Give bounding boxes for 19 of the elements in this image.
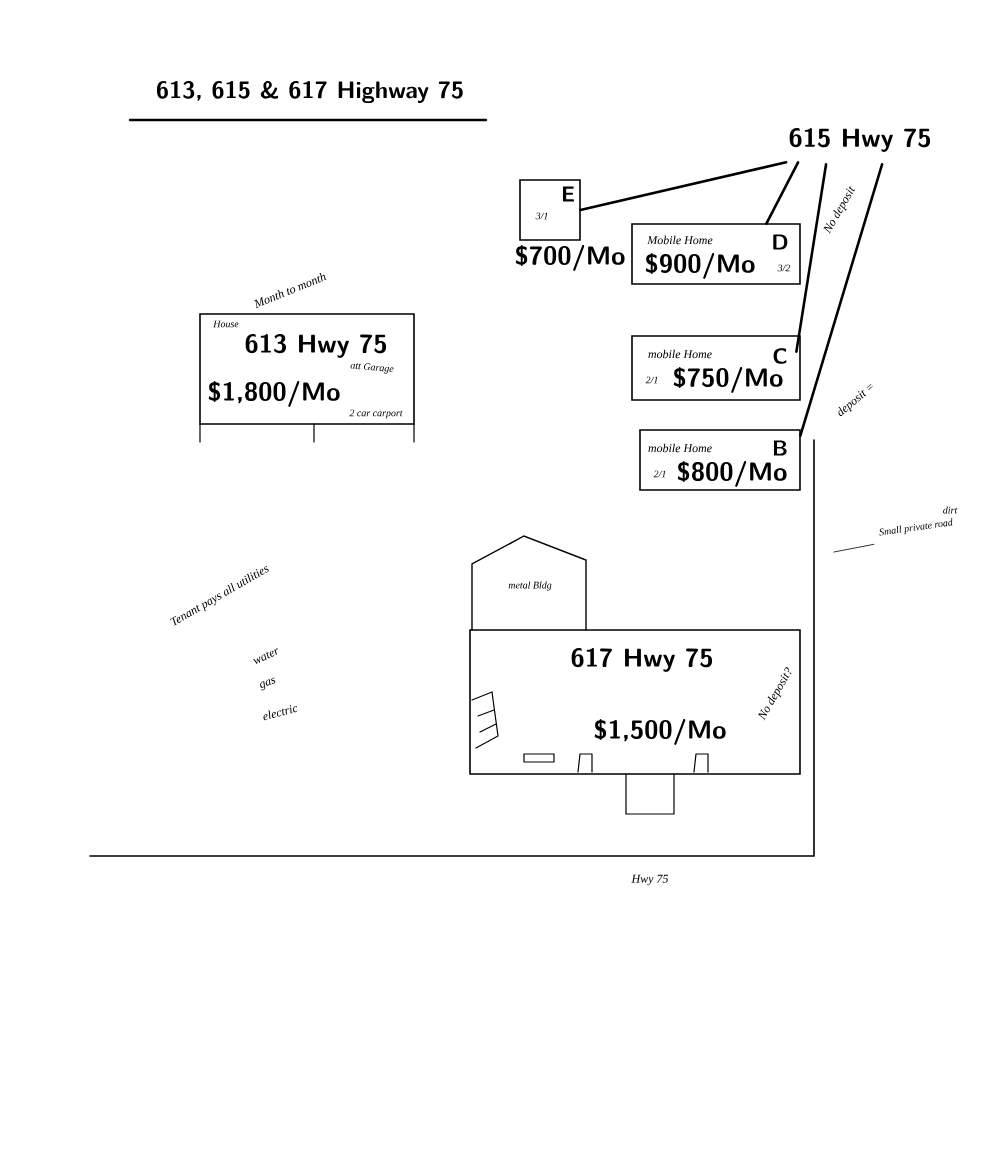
node-text: 613 Hwy 75 xyxy=(245,334,387,358)
node-text: E xyxy=(562,186,574,202)
connector-line xyxy=(799,163,884,437)
node-text: $750/Mo xyxy=(673,367,783,393)
node-text: 617 Hwy 75 xyxy=(571,648,713,672)
node-text: D xyxy=(773,234,788,250)
node-text: $800/Mo xyxy=(677,461,787,487)
title: 613, 615 & 617 Highway 75 xyxy=(157,81,463,104)
node-text: $1,500/Mo xyxy=(594,719,726,745)
connector-line xyxy=(765,161,800,225)
rent-label: $700/Mo xyxy=(515,245,625,271)
connector-line xyxy=(795,163,828,353)
node-text: $1,800/Mo xyxy=(208,381,340,407)
node-text: B xyxy=(773,440,787,456)
building-label: 615 Hwy 75 xyxy=(789,128,931,152)
connector-line xyxy=(579,161,788,212)
leader-line xyxy=(833,543,875,553)
node-text: C xyxy=(773,348,787,364)
node-text: $900/Mo xyxy=(645,253,755,279)
